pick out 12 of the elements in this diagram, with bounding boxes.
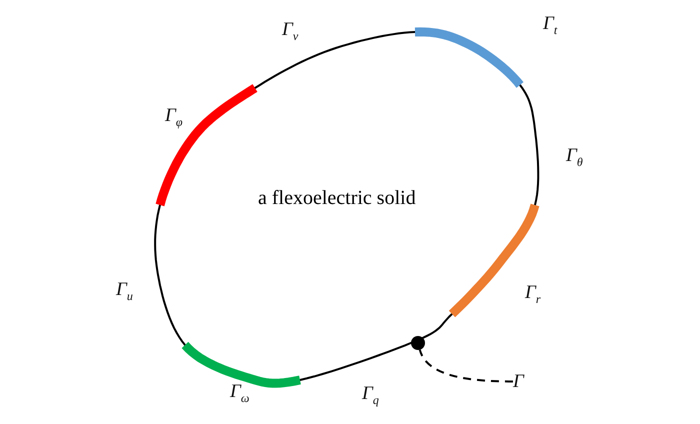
boundary-symbol: Γ$_{q}$ bbox=[362, 384, 379, 406]
boundary-symbol: Γ$_{r}$ bbox=[525, 283, 540, 305]
body-label: a flexoelectric solid bbox=[258, 187, 416, 210]
boundary-symbol: Γ$_{v}$ bbox=[282, 20, 298, 42]
boundary-symbol: Γ$_{θ}$ bbox=[566, 146, 583, 168]
leader-line bbox=[418, 349, 514, 382]
boundary-symbol: Γ$_{t}$ bbox=[543, 14, 558, 36]
boundary-point bbox=[411, 336, 425, 350]
boundary-symbol: Γ$_{u}$ bbox=[116, 280, 133, 302]
boundary-symbol: Γ$_{ω}$ bbox=[230, 382, 250, 404]
boundary-symbol: Γ$_{φ}$ bbox=[165, 106, 182, 128]
boundary-symbol: Γ bbox=[513, 372, 524, 391]
